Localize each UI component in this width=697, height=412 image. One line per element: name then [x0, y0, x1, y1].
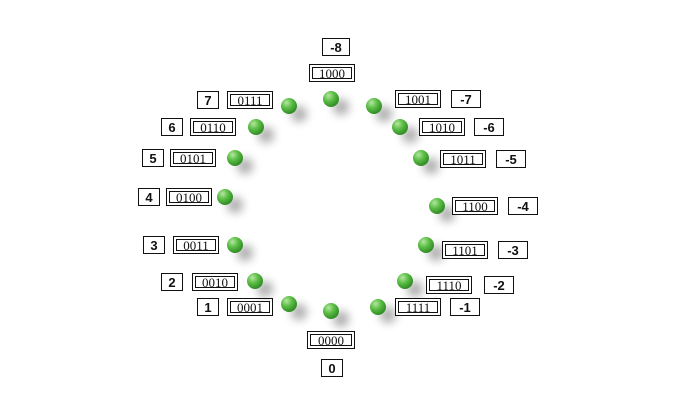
wheel-dot: [366, 98, 382, 114]
decimal-label: -6: [474, 118, 504, 136]
binary-label: 1001: [395, 90, 441, 108]
binary-label: 1111: [395, 298, 441, 316]
wheel-dot: [281, 98, 297, 114]
binary-label: 1101: [442, 241, 488, 259]
wheel-dot: [227, 237, 243, 253]
wheel-dot: [247, 273, 263, 289]
wheel-dot: [413, 150, 429, 166]
decimal-label: -7: [451, 90, 481, 108]
decimal-label: -4: [508, 197, 538, 215]
wheel-dot: [217, 189, 233, 205]
binary-label: 1010: [419, 118, 465, 136]
decimal-label: 0: [321, 359, 343, 377]
decimal-label: -3: [498, 241, 528, 259]
binary-label: 0110: [190, 118, 236, 136]
binary-label: 0100: [166, 188, 212, 206]
binary-label: 0010: [192, 273, 238, 291]
wheel-dot: [323, 91, 339, 107]
decimal-label: -8: [322, 38, 350, 56]
decimal-label: 3: [143, 236, 165, 254]
binary-label: 1000: [309, 64, 355, 82]
binary-label: 1110: [426, 276, 472, 294]
wheel-dot: [418, 237, 434, 253]
binary-label: 1011: [440, 150, 486, 168]
binary-label: 0111: [227, 91, 273, 109]
decimal-label: 2: [161, 273, 183, 291]
decimal-label: -1: [450, 298, 480, 316]
decimal-label: 1: [197, 298, 219, 316]
wheel-dot: [281, 296, 297, 312]
decimal-label: 5: [142, 149, 164, 167]
wheel-dot: [370, 299, 386, 315]
binary-label: 0001: [227, 298, 273, 316]
wheel-dot: [392, 119, 408, 135]
wheel-dot: [248, 119, 264, 135]
wheel-dot: [227, 150, 243, 166]
decimal-label: -5: [496, 150, 526, 168]
decimal-label: 4: [138, 188, 160, 206]
binary-label: 0000: [307, 331, 355, 349]
decimal-label: 6: [161, 118, 183, 136]
decimal-label: 7: [197, 91, 219, 109]
binary-label: 0011: [173, 236, 219, 254]
decimal-label: -2: [484, 276, 514, 294]
binary-label: 1100: [452, 197, 498, 215]
binary-label: 0101: [170, 149, 216, 167]
wheel-dot: [397, 273, 413, 289]
wheel-dot: [323, 303, 339, 319]
wheel-dot: [429, 198, 445, 214]
